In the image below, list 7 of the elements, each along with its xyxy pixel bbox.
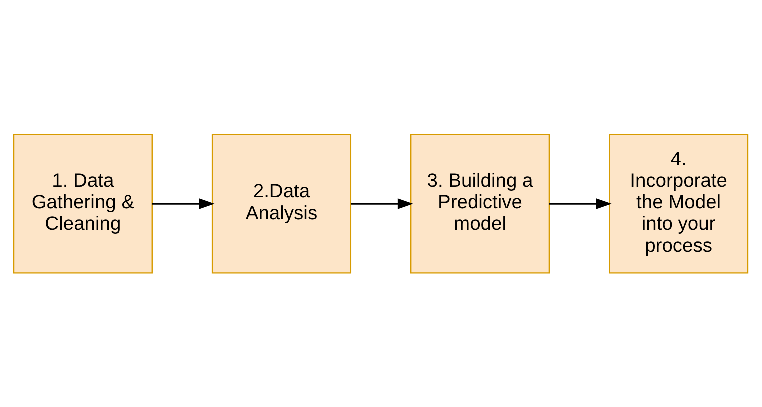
node-box: 2.Data Analysis [212, 134, 352, 274]
node-box: 4. Incorporate the Model into your process [609, 134, 749, 274]
arrow [152, 198, 215, 209]
node-box: 3. Building a Predictive model [410, 134, 550, 274]
node-box: 1. Data Gathering & Cleaning [13, 134, 153, 274]
arrow [550, 198, 612, 209]
arrow [350, 198, 414, 209]
